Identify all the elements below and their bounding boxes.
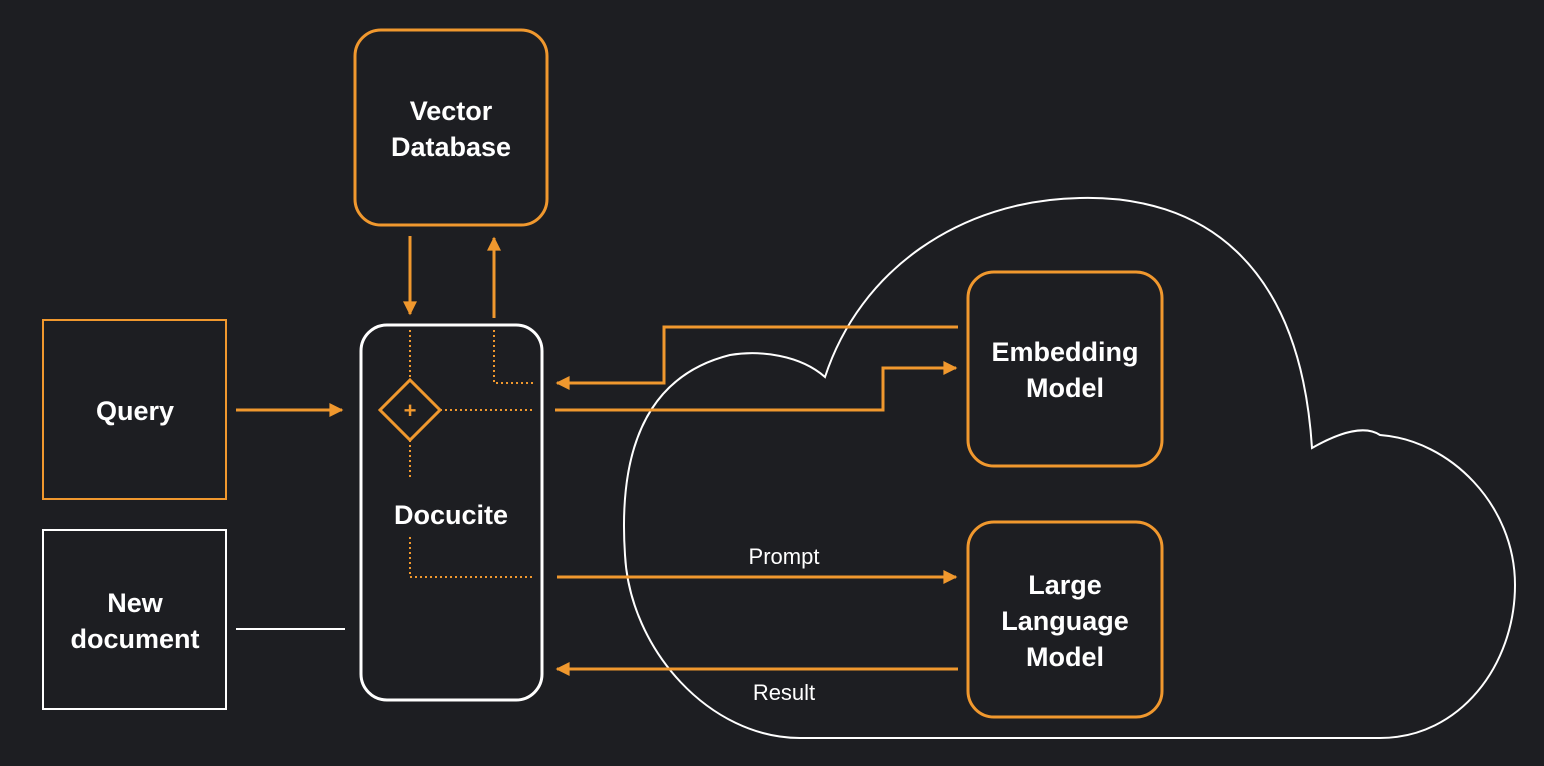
new-document-box[interactable] [42,529,227,710]
new-document-label: New [107,588,164,618]
vector-database-label-line2: Database [391,132,511,162]
embedding-model-label: Embedding [992,337,1139,367]
prompt-label: Prompt [749,544,820,569]
docucite-to-embedding-arrow [555,361,958,412]
llm-label-line2: Language [1001,606,1129,636]
parallel-gateway-icon: + [377,377,443,443]
query-box[interactable] [42,319,227,500]
embedding-model-label-line2: Model [1026,373,1104,403]
embedding-model-box[interactable] [966,270,1164,468]
llm-label-line3: Model [1026,642,1104,672]
docucite-label: Docucite [394,500,508,530]
embedding-to-docucite-arrow [555,325,958,390]
new-document-label-line2: document [70,624,199,654]
vector-database-box[interactable] [353,28,549,227]
large-language-model-box[interactable] [966,520,1164,719]
cloud-icon [622,196,1517,739]
gateway-plus-symbol: + [404,398,417,423]
vector-database-label: Vector [410,96,493,126]
result-label: Result [753,680,815,705]
llm-label: Large [1028,570,1102,600]
query-label: Query [96,396,174,426]
